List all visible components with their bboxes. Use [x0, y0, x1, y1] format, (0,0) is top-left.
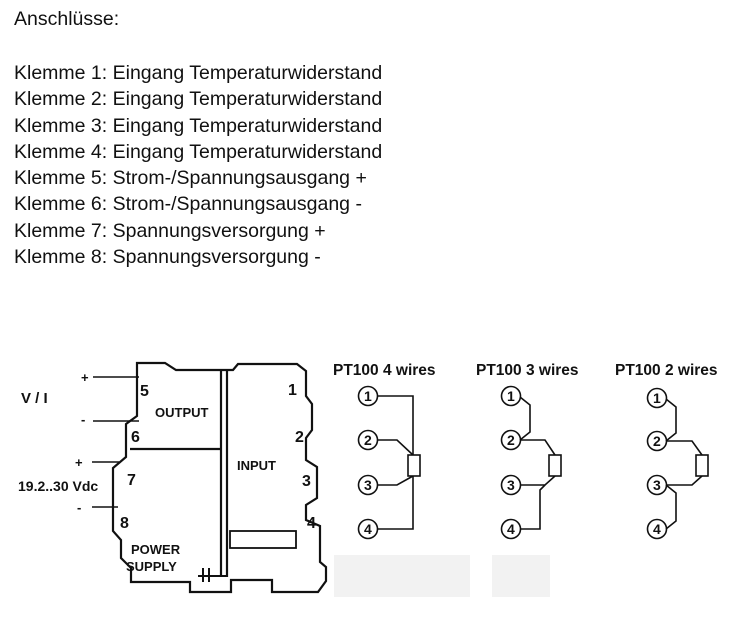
label-window: [229, 530, 297, 549]
pt100-2-wire-circuit: [646, 387, 709, 540]
terminal-list: Klemme 1: Eingang Temperaturwiderstand K…: [14, 60, 382, 270]
pt100-2-wire-header: PT100 2 wires: [615, 362, 718, 379]
circle-number-1: 1: [364, 388, 372, 404]
terminal-number-5: 5: [140, 383, 149, 400]
circle-number-2: 2: [507, 432, 515, 448]
terminal-line-1: Klemme 1: Eingang Temperaturwiderstand: [14, 62, 383, 84]
terminal-line-6: Klemme 6: Strom-/Spannungsausgang -: [14, 193, 362, 216]
terminal-line-3: Klemme 3: Eingang Temperaturwiderstand: [14, 114, 383, 137]
placeholder-panel: [334, 555, 470, 597]
terminal-number-3: 3: [302, 473, 311, 490]
circle-number-1: 1: [653, 390, 661, 406]
din-rail-clip-icon: [198, 568, 227, 582]
left-leads: [92, 376, 139, 508]
minus-sign: -: [77, 500, 81, 515]
transmitter-housing: [111, 361, 328, 594]
terminal-number-4: 4: [307, 515, 316, 532]
circle-number-1: 1: [507, 388, 515, 404]
signal-label: V / I: [21, 390, 48, 407]
plus-sign: +: [75, 455, 83, 470]
terminal-line-2: Klemme 2: Eingang Temperaturwiderstand: [14, 88, 383, 111]
terminal-line-8: Klemme 8: Spannungsversorgung -: [14, 246, 321, 269]
plus-sign: +: [81, 370, 89, 385]
terminal-number-1: 1: [288, 382, 297, 399]
terminal-line-5: Klemme 5: Strom-/Spannungsausgang +: [14, 167, 367, 190]
circle-number-3: 3: [364, 477, 372, 493]
terminal-line-4: Klemme 4: Eingang Temperaturwiderstand: [14, 140, 383, 163]
circle-number-4: 4: [507, 521, 515, 537]
pt100-3-wire-circuit: [500, 385, 562, 540]
terminal-number-6: 6: [131, 429, 140, 446]
supply-voltage-label: 19.2..30 Vdc: [18, 478, 98, 494]
terminal-number-8: 8: [120, 515, 129, 532]
terminal-number-7: 7: [127, 472, 136, 489]
placeholder-panel: [492, 555, 550, 597]
pt100-3-wire-header: PT100 3 wires: [476, 362, 579, 379]
circle-number-2: 2: [364, 432, 372, 448]
circle-number-4: 4: [364, 521, 372, 537]
pt100-4-wire-circuit: [357, 385, 421, 540]
circle-number-4: 4: [653, 521, 661, 537]
terminal-line-7: Klemme 7: Spannungsversorgung +: [14, 219, 326, 242]
circle-number-3: 3: [507, 477, 515, 493]
terminal-number-2: 2: [295, 429, 304, 446]
section-heading: Anschlüsse:: [14, 8, 120, 30]
supply-label: SUPPLY: [126, 559, 177, 574]
circle-number-2: 2: [653, 433, 661, 449]
minus-sign: -: [81, 412, 85, 427]
output-label: OUTPUT: [155, 405, 209, 420]
pt100-4-wire-header: PT100 4 wires: [333, 362, 436, 379]
input-label: INPUT: [237, 458, 276, 473]
circle-number-3: 3: [653, 477, 661, 493]
power-label: POWER: [131, 542, 181, 557]
